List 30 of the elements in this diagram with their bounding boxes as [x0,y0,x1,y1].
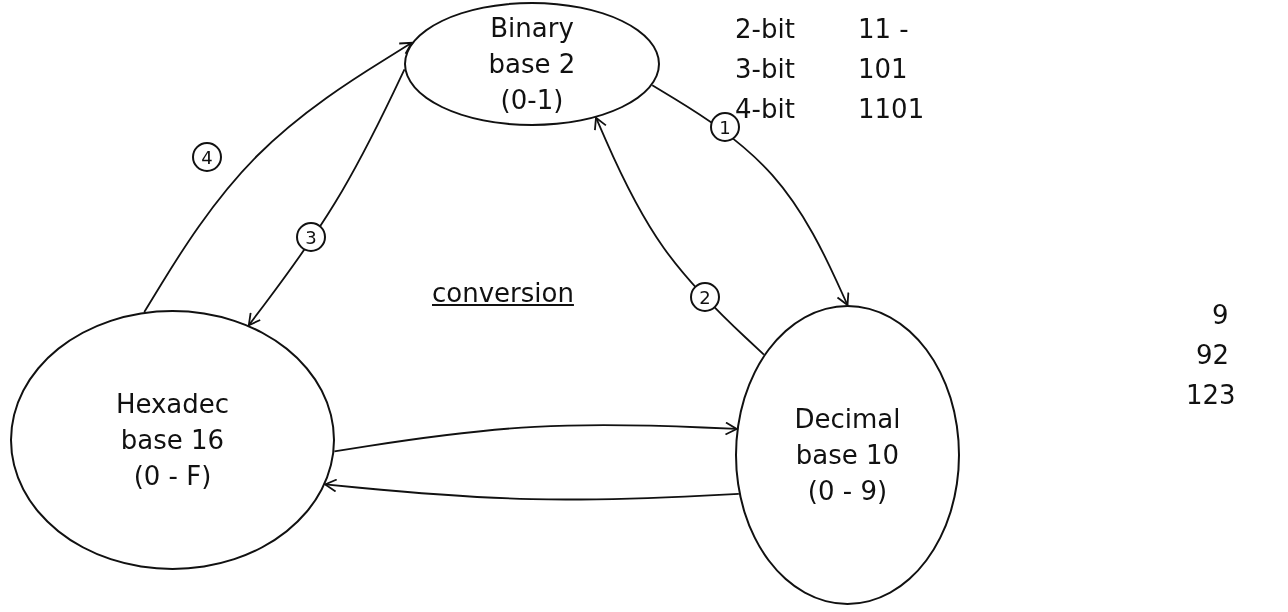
example-number: 123 [1186,380,1236,410]
arrow [651,84,850,306]
state-name: Decimal [794,404,901,434]
state-name: Binary [490,13,574,43]
state-circle [735,305,960,605]
state-note: (0 - F) [133,461,212,491]
state-note: base 10 [795,440,900,470]
table-text: 1101 [858,94,925,124]
arrow [594,116,765,356]
arrow [333,421,738,453]
callout-number: 4 [192,142,222,172]
arrow [143,41,413,313]
state-note: base 16 [120,425,225,455]
callout-number: 3 [296,222,326,252]
example-number: 9 [1212,300,1229,330]
state-note: (0-1) [500,85,564,115]
table-text: 2-bit [735,14,795,44]
state-name: Hexadec [115,389,230,419]
example-number: 92 [1196,340,1230,370]
table-text: 3-bit [735,54,795,84]
diagram-label: conversion [432,278,574,308]
state-circle [404,2,660,126]
state-circle [10,310,335,570]
table-text: 101 [858,54,908,84]
arrow [324,478,740,501]
state-note: (0 - 9) [807,476,888,506]
state-note: base 2 [488,49,576,79]
table-text: 11 - [858,14,909,44]
callout-number: 2 [690,282,720,312]
arrow [247,68,406,327]
